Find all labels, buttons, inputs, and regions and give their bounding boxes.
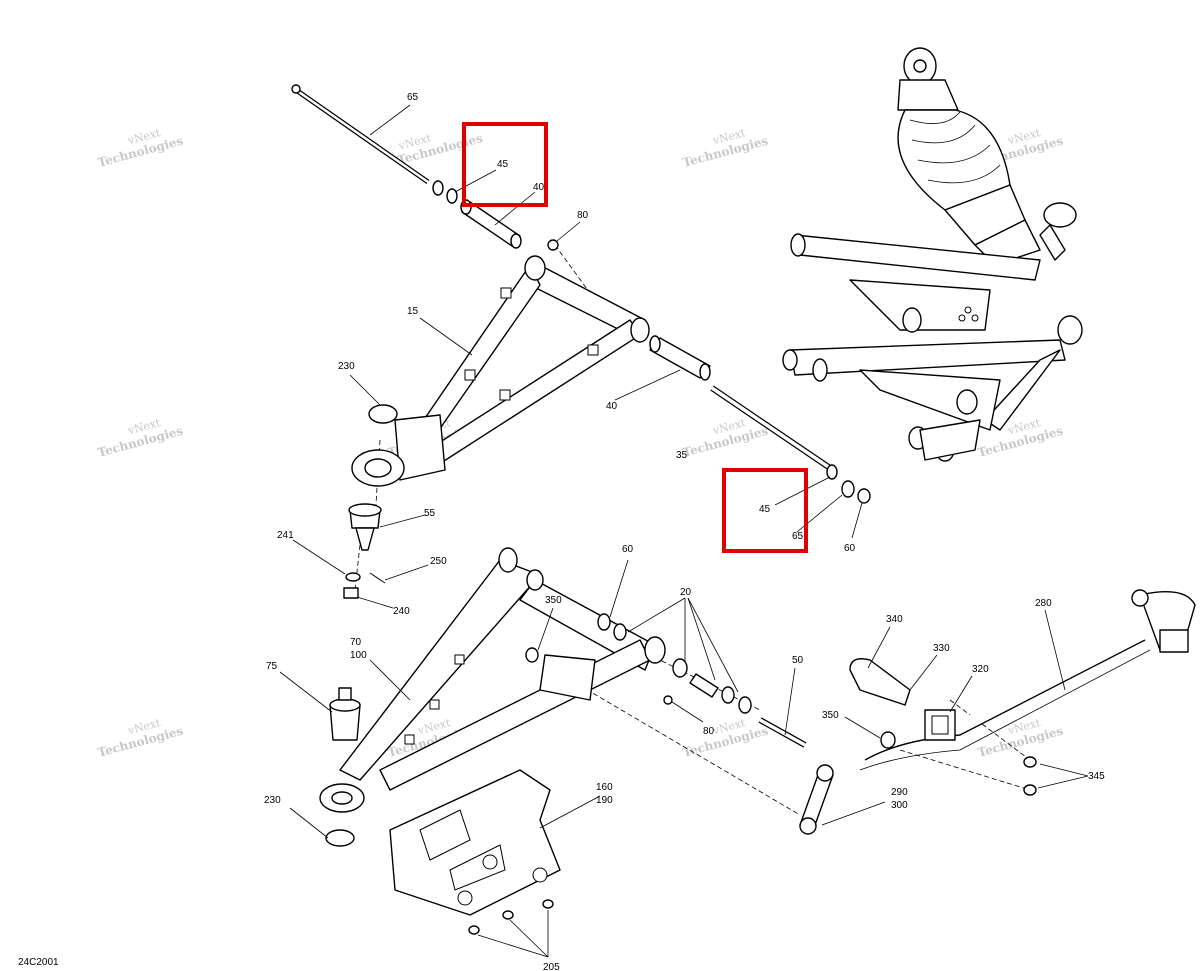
bushing <box>672 658 688 678</box>
sleeve <box>689 673 719 698</box>
callout-60: 60 <box>844 543 856 554</box>
callout-330: 330 <box>933 643 950 654</box>
washer <box>738 696 752 714</box>
sway-bar-bracket <box>849 658 911 706</box>
washer <box>345 572 361 582</box>
callout-241: 241 <box>277 530 294 541</box>
castle-nut <box>343 587 359 599</box>
leader-lines <box>279 104 1089 958</box>
nut <box>1023 784 1037 796</box>
knuckle-lower-arm <box>789 339 1066 376</box>
callout-65: 65 <box>407 92 419 103</box>
lower-a-arm-group <box>319 547 807 935</box>
bushing <box>597 613 611 631</box>
washer <box>721 686 735 704</box>
bushing <box>613 623 627 641</box>
callout-350: 350 <box>822 710 839 721</box>
nut <box>1023 756 1037 768</box>
callout-80: 80 <box>577 210 589 221</box>
sway-bar-link <box>799 774 834 826</box>
callout-205: 205 <box>543 962 560 971</box>
callout-75: 75 <box>266 661 278 672</box>
callout-50: 50 <box>792 655 804 666</box>
highlight-boxes <box>462 122 808 553</box>
bolt-205 <box>468 925 480 935</box>
callout-15: 15 <box>407 306 419 317</box>
lower-a-arm <box>339 559 541 781</box>
callout-290: 290 <box>891 787 908 798</box>
callout-40: 40 <box>606 401 618 412</box>
nut <box>663 695 673 705</box>
callout-350: 350 <box>545 595 562 606</box>
callout-45: 45 <box>759 504 771 515</box>
upper-a-arm-group <box>291 84 871 599</box>
callout-230: 230 <box>338 361 355 372</box>
snap-ring <box>368 404 398 424</box>
washer <box>446 188 458 204</box>
diagram-code: 24C2001 <box>18 957 59 968</box>
washer <box>841 480 855 498</box>
callout-70: 70 <box>350 637 362 648</box>
washer <box>826 464 838 480</box>
callout-300: 300 <box>891 800 908 811</box>
callout-35: 35 <box>676 450 688 461</box>
nut <box>547 239 559 251</box>
skid-plate <box>389 769 561 916</box>
sway-bar-group <box>799 589 1196 835</box>
callout-345: 345 <box>1088 771 1105 782</box>
highlight-box-upper <box>462 122 548 207</box>
callout-160: 160 <box>596 782 613 793</box>
callout-190: 190 <box>596 795 613 806</box>
callout-280: 280 <box>1035 598 1052 609</box>
callout-20: 20 <box>680 587 692 598</box>
callout-45: 45 <box>497 159 509 170</box>
bolt-205 <box>502 910 514 920</box>
snap-ring <box>325 829 355 847</box>
callout-65: 65 <box>792 531 804 542</box>
callout-320: 320 <box>972 664 989 675</box>
callout-40: 40 <box>533 182 545 193</box>
bolt-205 <box>542 899 554 909</box>
nut <box>525 647 539 663</box>
callout-230: 230 <box>264 795 281 806</box>
callout-55: 55 <box>424 508 436 519</box>
cotter-pin <box>369 572 386 584</box>
washer <box>432 180 444 196</box>
callout-250: 250 <box>430 556 447 567</box>
nut <box>857 488 871 504</box>
callout-340: 340 <box>886 614 903 625</box>
nut <box>880 731 896 749</box>
callout-100: 100 <box>350 650 367 661</box>
callout-60: 60 <box>622 544 634 555</box>
highlight-box-lower <box>722 468 808 553</box>
callout-80: 80 <box>703 726 715 737</box>
shock-knuckle-assembly <box>782 47 1083 462</box>
callout-240: 240 <box>393 606 410 617</box>
callout-labels: 65 45 40 80 15 230 40 35 45 65 60 55 241… <box>264 92 1105 971</box>
